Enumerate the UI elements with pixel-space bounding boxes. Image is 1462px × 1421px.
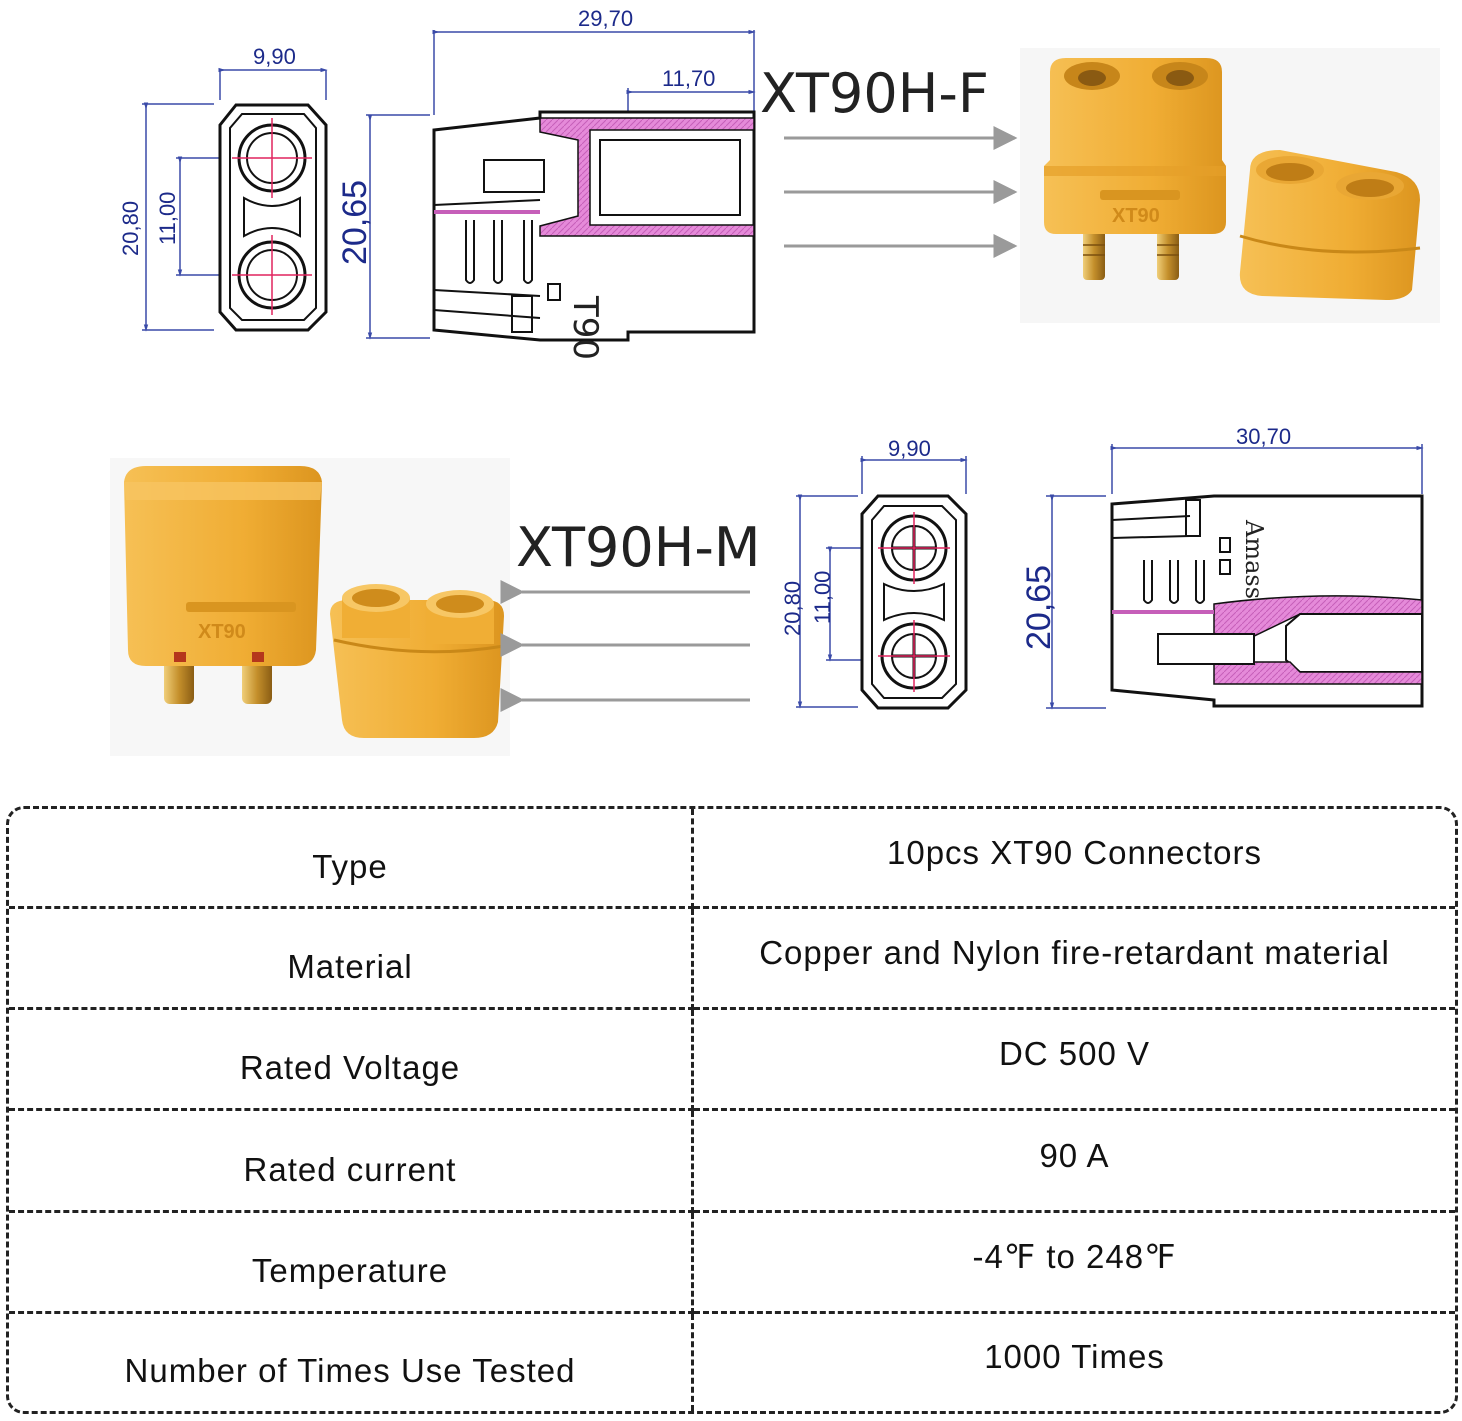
table-row: Rated current 90 A xyxy=(9,1109,1455,1213)
table-row: Temperature -4℉ to 248℉ xyxy=(9,1211,1455,1314)
male-front-height-label: 20,80 xyxy=(780,581,805,636)
table-row: Number of Times Use Tested 1000 Times xyxy=(9,1312,1455,1411)
spec-label-material: Material xyxy=(9,907,694,1011)
female-side-view: 29,70 11,70 20,65 T90 xyxy=(336,6,756,360)
spec-value-use-tested: 1000 Times xyxy=(984,1338,1165,1376)
spec-label-type: Type xyxy=(9,809,694,910)
female-front-view: 9,90 20,80 11,00 xyxy=(118,44,328,332)
spec-label-rated-voltage: Rated Voltage xyxy=(9,1008,694,1112)
female-model-label: XT90H-F xyxy=(760,62,989,125)
female-arrows xyxy=(784,126,1018,258)
spec-value-rated-current: 90 A xyxy=(692,1109,1455,1213)
female-front-height-label: 20,80 xyxy=(118,201,143,256)
female-front-width-label: 9,90 xyxy=(253,44,296,69)
female-photo-mark: XT90 xyxy=(1112,205,1160,227)
spec-value-temperature: -4℉ to 248℉ xyxy=(692,1211,1455,1314)
female-side-inner-label: 11,70 xyxy=(662,66,715,91)
male-photo-mark: XT90 xyxy=(198,621,246,643)
connector-diagram: 9,90 20,80 11,00 29,70 11,70 20,65 xyxy=(110,6,1440,756)
spec-label-rated-current: Rated current xyxy=(9,1109,694,1213)
table-row: Rated Voltage DC 500 V xyxy=(9,1008,1455,1112)
male-connector-photo: XT90 xyxy=(110,458,510,756)
spec-label-temperature: Temperature xyxy=(9,1211,694,1314)
male-side-view: 30,70 20,65 Amass xyxy=(1020,424,1424,710)
spec-value-material: Copper and Nylon fire-retardant material xyxy=(692,907,1455,1011)
spec-label-use-tested: Number of Times Use Tested xyxy=(9,1312,694,1411)
male-front-width-label: 9,90 xyxy=(888,436,931,461)
male-model-label: XT90H-M xyxy=(516,516,760,579)
spec-value-type: 10pcs XT90 Connectors xyxy=(692,809,1455,910)
male-arrows xyxy=(500,580,750,712)
male-side-height-label: 20,65 xyxy=(1020,565,1058,650)
male-front-view: 9,90 20,80 11,00 xyxy=(780,436,968,710)
female-side-length-label: 29,70 xyxy=(578,6,633,31)
male-body-mark: Amass xyxy=(1240,519,1268,599)
spec-value-rated-voltage: DC 500 V xyxy=(692,1008,1455,1112)
table-row: Type 10pcs XT90 Connectors xyxy=(9,809,1455,910)
table-row: Material Copper and Nylon fire-retardant… xyxy=(9,907,1455,1011)
male-side-length-label: 30,70 xyxy=(1236,424,1291,449)
female-connector-photo: XT90 xyxy=(1020,48,1440,323)
female-pin-pitch-label: 11,00 xyxy=(155,192,180,245)
female-body-mark: T90 xyxy=(565,295,605,360)
female-side-height-label: 20,65 xyxy=(336,180,374,265)
specs-table: Type 10pcs XT90 Connectors Material Copp… xyxy=(6,806,1458,1414)
male-pin-pitch-label: 11,00 xyxy=(810,571,835,624)
